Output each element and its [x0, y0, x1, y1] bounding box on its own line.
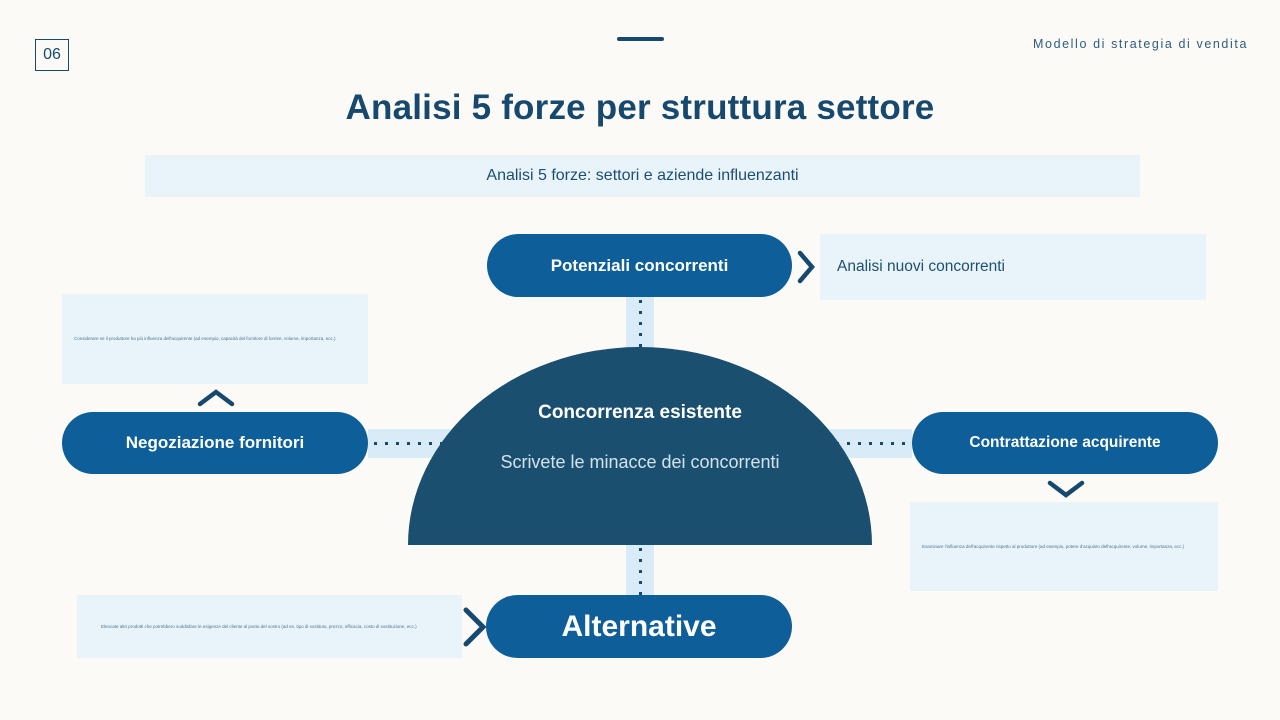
note-nuovi-concorrenti: Analisi nuovi concorrenti [820, 234, 1206, 300]
top-dotted-line [639, 300, 642, 352]
chevron-right-icon [462, 606, 488, 648]
header-label: Modello di strategia di vendita [1033, 37, 1248, 51]
center-title: Concorrenza esistente [538, 402, 742, 423]
page-number-box: 06 [35, 39, 69, 71]
top-dash [617, 37, 664, 41]
note-alternative: Elencate altri prodotti che potrebbero s… [77, 595, 462, 658]
chevron-up-icon [197, 388, 235, 408]
center-dome: Concorrenza esistente Scrivete le minacc… [408, 347, 872, 545]
page-title: Analisi 5 forze per struttura settore [345, 88, 935, 127]
subtitle-bar: Analisi 5 forze: settori e aziende influ… [145, 155, 1140, 197]
chevron-down-icon [1047, 479, 1085, 499]
note-acquirente: Esaminare l'influenza dell'acquirente ri… [910, 502, 1218, 591]
bottom-dotted-line [639, 548, 642, 598]
pill-negoziazione-fornitori: Negoziazione fornitori [62, 412, 368, 474]
pill-potenziali-concorrenti: Potenziali concorrenti [487, 234, 792, 297]
pill-contrattazione-acquirente: Contrattazione acquirente [912, 412, 1218, 474]
pill-alternative: Alternative [486, 595, 792, 658]
center-subtitle: Scrivete le minacce dei concorrenti [500, 452, 780, 472]
note-fornitori: Considerare se il produttore ha più infl… [62, 294, 368, 384]
chevron-right-icon [797, 250, 817, 284]
